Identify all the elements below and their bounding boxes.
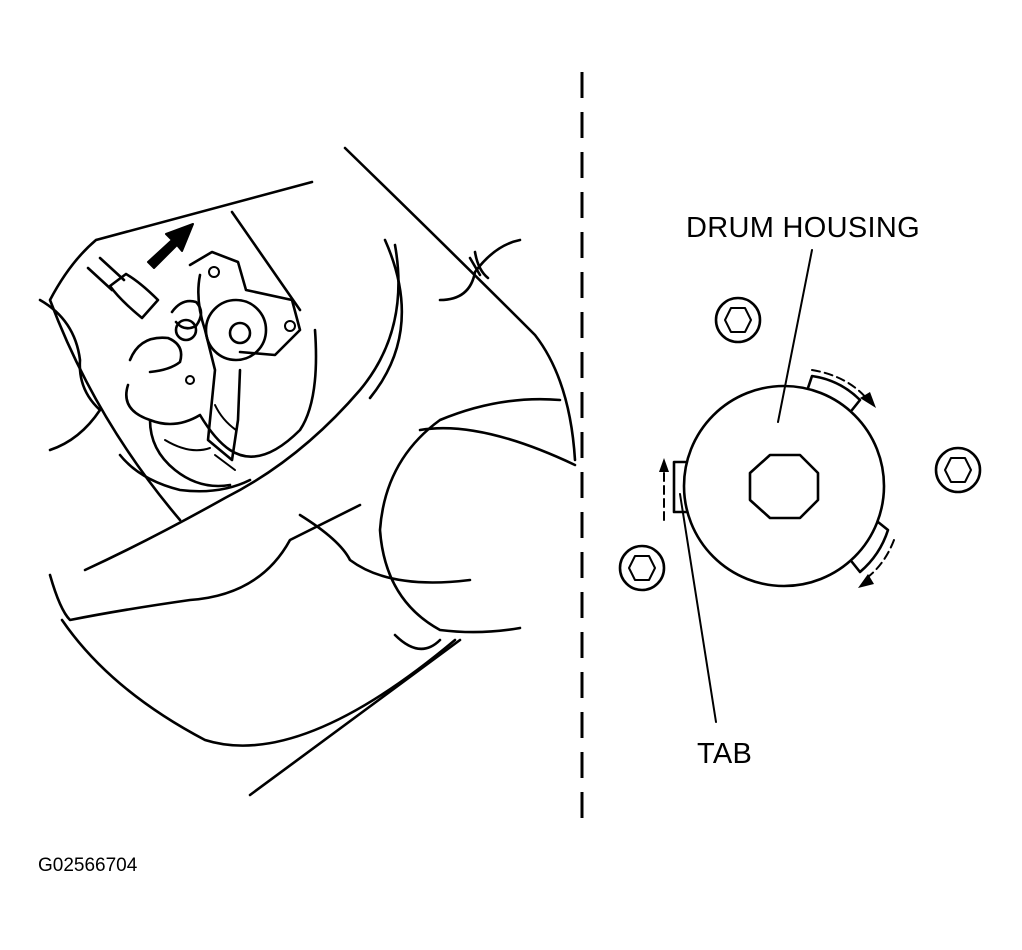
tab-leader (679, 493, 717, 723)
hub-curve (83, 243, 400, 572)
left-panel-illustration (38, 146, 577, 797)
arm-sleeve (38, 298, 102, 452)
hand (125, 299, 318, 488)
tab-label: TAB (697, 738, 753, 770)
lug-bolt-left (618, 544, 666, 592)
backing-plate-outline (48, 180, 314, 522)
drum-housing-leader (777, 249, 813, 423)
hub-octagon (748, 453, 820, 520)
lug-bolt-top (714, 296, 762, 344)
tab-lower-right (850, 520, 890, 574)
adjuster-lever (188, 250, 302, 462)
tab-upper-right (806, 374, 862, 412)
lower-body (48, 503, 362, 622)
figure-code: G02566704 (38, 855, 138, 876)
tab (672, 460, 688, 514)
adjusting-tool (86, 256, 160, 320)
lug-bolt-right (934, 446, 982, 494)
right-panel-diagram (618, 249, 982, 723)
drum-housing (682, 384, 886, 588)
rotation-direction-arrow (147, 223, 194, 269)
drum-housing-label: DRUM HOUSING (686, 212, 920, 244)
drum-arc (378, 397, 562, 634)
